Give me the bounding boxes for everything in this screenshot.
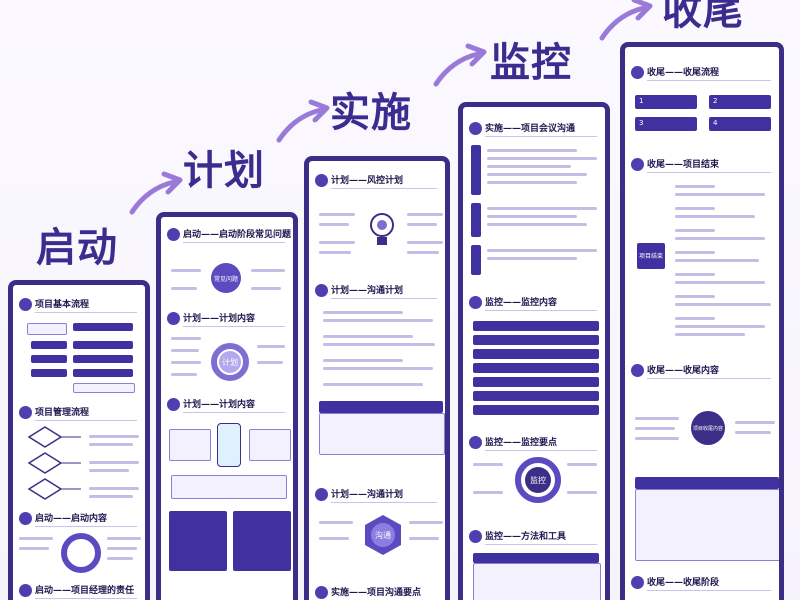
bullet-icon — [167, 398, 180, 411]
bullet-icon — [315, 586, 328, 599]
section-title: 实施——项目会议沟通 — [485, 124, 576, 134]
section-header: 收尾——项目结束 — [629, 155, 775, 173]
arrow-icon — [129, 171, 183, 215]
stage-title-start: 启动 — [36, 225, 118, 271]
section-title: 计划——计划内容 — [183, 400, 256, 410]
bullet-icon — [469, 530, 482, 543]
bullet-icon — [167, 312, 180, 325]
card-close: 收尾——收尾流程 1 2 3 4 收尾——项目结束 项目结束 收尾——收尾内容 … — [620, 42, 784, 600]
section-title: 项目基本流程 — [35, 300, 90, 310]
section-title: 计划——沟通计划 — [331, 490, 404, 500]
step-badge: 1 — [635, 95, 697, 109]
section-title: 计划——沟通计划 — [331, 286, 404, 296]
section-header: 计划——沟通计划 — [313, 485, 441, 503]
card-monitor: 实施——项目会议沟通 监控——监控内容 监控——监控要点 监控 监控——方法和工… — [458, 102, 610, 600]
section-header: 监控——监控要点 — [467, 433, 601, 451]
section-header: 计划——计划内容 — [165, 395, 289, 413]
section-header: 计划——沟通计划 — [313, 281, 441, 299]
section-header: 计划——风控计划 — [313, 171, 441, 189]
card-start: 项目基本流程 项目管理流程 启动——启动内容 启动——项目经理的责任 — [8, 280, 150, 600]
stage-title-close: 收尾 — [662, 0, 744, 34]
section-header: 启动——项目经理的责任 — [17, 581, 141, 599]
section-title: 收尾——收尾流程 — [647, 68, 720, 78]
section-header: 计划——计划内容 — [165, 309, 289, 327]
step-badge: 2 — [709, 95, 771, 109]
bullet-icon — [315, 174, 328, 187]
section-header: 收尾——收尾流程 — [629, 63, 775, 81]
section-title: 收尾——项目结束 — [647, 160, 720, 170]
bullet-icon — [469, 436, 482, 449]
card-implement: 计划——风控计划 计划——沟通计划 计划——沟通计划 沟通 实施——项目沟通要点 — [304, 156, 450, 600]
section-header: 收尾——收尾阶段 — [629, 573, 775, 591]
section-title: 监控——监控内容 — [485, 298, 558, 308]
section-header: 收尾——收尾内容 — [629, 361, 775, 379]
ring-center: 监控 — [525, 467, 551, 493]
section-title: 收尾——收尾阶段 — [647, 578, 720, 588]
section-title: 实施——项目沟通要点 — [331, 588, 422, 598]
section-header: 项目管理流程 — [17, 403, 141, 421]
hub-center: 常见问题 — [211, 263, 241, 293]
arrow-icon — [433, 43, 487, 87]
bullet-icon — [631, 66, 644, 79]
arrow-icon — [276, 99, 330, 143]
stage-title-implement: 实施 — [330, 90, 412, 136]
section-header: 项目基本流程 — [17, 295, 141, 313]
stage-title-monitor: 监控 — [490, 40, 572, 86]
section-header: 监控——监控内容 — [467, 293, 601, 311]
section-title: 计划——风控计划 — [331, 176, 404, 186]
section-title: 启动——启动阶段常见问题 — [183, 230, 292, 240]
ring-diagram — [515, 457, 561, 503]
section-header: 实施——项目沟通要点 — [313, 583, 441, 600]
bullet-icon — [631, 158, 644, 171]
close-content-center: 项目收尾内容 — [691, 411, 725, 445]
section-header: 监控——方法和工具 — [467, 527, 601, 545]
project-end-badge: 项目结束 — [637, 243, 665, 269]
ring-diagram — [61, 533, 101, 573]
bullet-icon — [315, 488, 328, 501]
lightbulb-icon — [370, 213, 394, 245]
bullet-icon — [167, 228, 180, 241]
bullet-icon — [19, 584, 32, 597]
section-title: 启动——启动内容 — [35, 514, 108, 524]
section-title: 项目管理流程 — [35, 408, 90, 418]
bullet-icon — [469, 296, 482, 309]
section-title: 启动——项目经理的责任 — [35, 586, 135, 596]
section-header: 实施——项目会议沟通 — [467, 119, 601, 137]
step-badge: 3 — [635, 117, 697, 131]
bullet-icon — [19, 298, 32, 311]
ring-diagram — [211, 343, 249, 381]
section-header: 启动——启动阶段常见问题 — [165, 225, 292, 243]
bullet-icon — [19, 512, 32, 525]
section-title: 收尾——收尾内容 — [647, 366, 720, 376]
section-title: 监控——监控要点 — [485, 438, 558, 448]
step-badge: 4 — [709, 117, 771, 131]
section-title: 计划——计划内容 — [183, 314, 256, 324]
arrow-icon — [599, 0, 653, 41]
bullet-icon — [631, 364, 644, 377]
ring-center: 计划 — [219, 351, 241, 373]
section-title: 监控——方法和工具 — [485, 532, 567, 542]
hub-center: 沟通 — [371, 523, 395, 547]
bullet-icon — [469, 122, 482, 135]
bullet-icon — [315, 284, 328, 297]
card-plan: 启动——启动阶段常见问题 常见问题 计划——计划内容 计划 计划——计划内容 — [156, 212, 298, 600]
phone-image — [217, 423, 241, 467]
bullet-icon — [19, 406, 32, 419]
flow-diamond-icon — [27, 426, 81, 500]
bullet-icon — [631, 576, 644, 589]
section-header: 启动——启动内容 — [17, 509, 141, 527]
stage-title-plan: 计划 — [183, 148, 265, 194]
